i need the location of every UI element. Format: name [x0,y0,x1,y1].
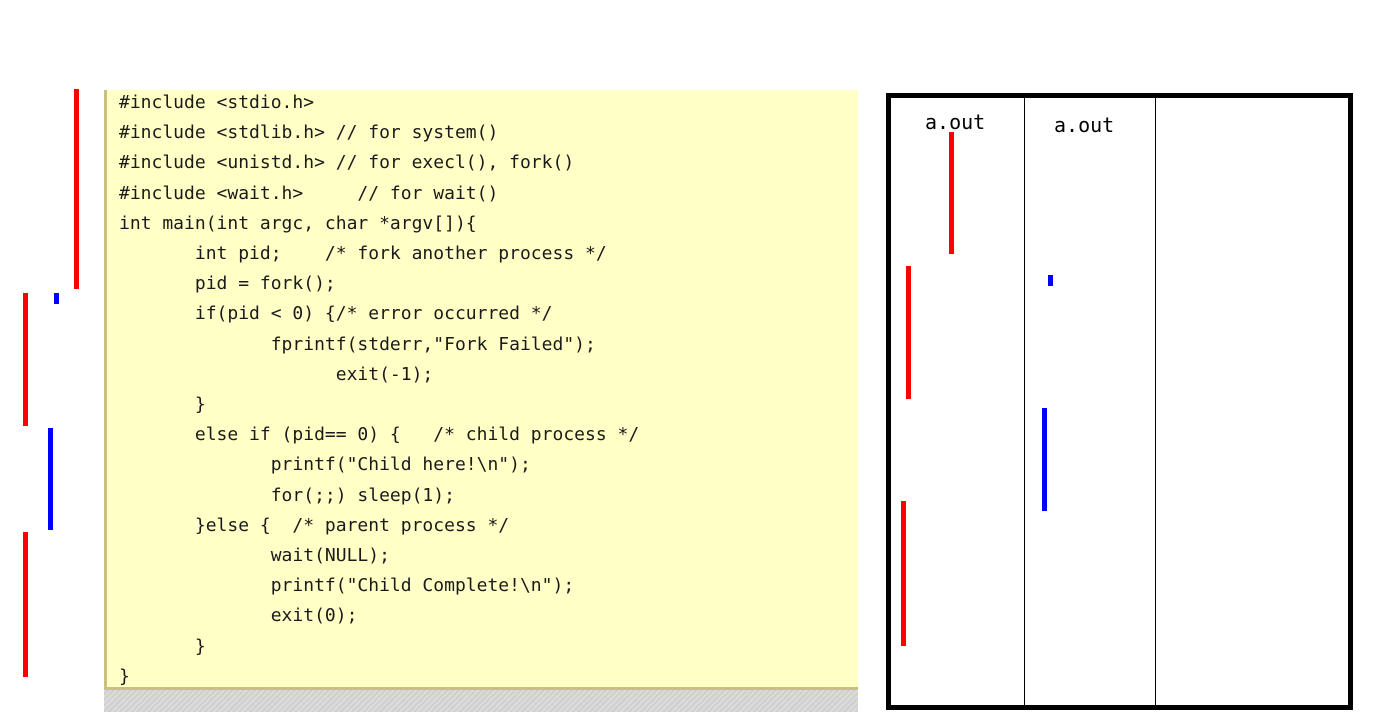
code-panel-shadow [104,690,858,712]
child-proc-bar-2 [1042,408,1047,511]
parent-exec-bar-2 [23,293,28,426]
child-exec-bar-2 [48,428,53,530]
process-diagram: a.out a.out [886,93,1353,710]
parent-proc-bar-1 [949,132,954,254]
column-divider-1 [1024,98,1025,705]
child-exec-bar-1 [54,293,59,304]
parent-exec-bar-3 [23,532,28,677]
parent-proc-bar-3 [901,501,906,646]
child-proc-bar-1 [1048,275,1053,286]
process-label-child: a.out [1054,113,1115,137]
parent-proc-bar-2 [906,266,911,399]
code-text: #include <stdio.h> #include <stdlib.h> /… [119,92,640,687]
process-label-parent: a.out [925,110,986,134]
parent-exec-bar-1 [74,89,79,289]
column-divider-2 [1155,98,1156,705]
code-listing: #include <stdio.h> #include <stdlib.h> /… [104,90,858,690]
